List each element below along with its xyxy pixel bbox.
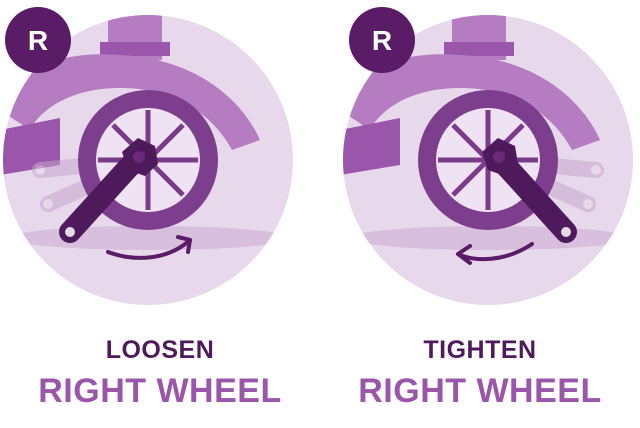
crank-arm-icon [59, 138, 158, 243]
action-label: TIGHTEN [423, 336, 537, 364]
loosen-illustration: R [3, 7, 293, 305]
badge-letter: R [372, 25, 392, 56]
fender [343, 54, 600, 150]
wheel-side-badge: R [349, 7, 415, 73]
curved-arrow-icon [106, 235, 192, 260]
loosen-panel: R LOOSEN RIGHT WHEEL [3, 7, 293, 410]
target-label: RIGHT WHEEL [358, 372, 602, 410]
fender [3, 54, 260, 150]
tighten-panel: R TIGHTEN RIGHT WHEEL [320, 0, 640, 428]
tighten-illustration: R [343, 7, 633, 305]
target-label: RIGHT WHEEL [38, 372, 282, 410]
badge-letter: R [28, 25, 48, 56]
action-label: LOOSEN [105, 336, 215, 364]
wheel-side-badge: R [5, 7, 71, 73]
curved-arrow-icon [456, 242, 534, 265]
crank-arm-icon [482, 138, 577, 243]
